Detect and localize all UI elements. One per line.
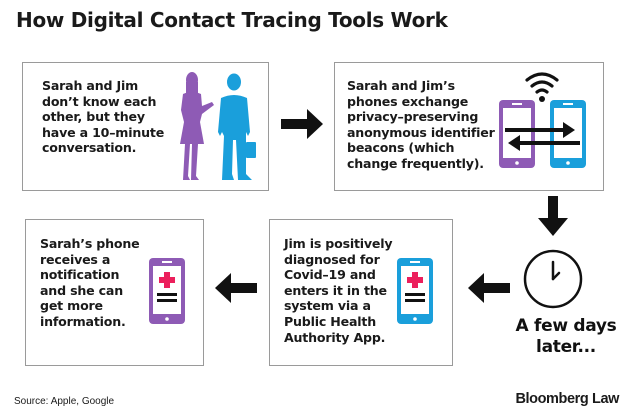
exchange-arrows-icon [505, 122, 580, 151]
man-silhouette-icon [218, 73, 256, 180]
blue-phone-health-app-icon [397, 258, 433, 324]
purple-phone-notification-icon [149, 258, 185, 324]
clock-icon [523, 249, 583, 309]
arrow-right-icon [281, 109, 323, 139]
arrow-down-icon [538, 196, 568, 236]
page-title: How Digital Contact Tracing Tools Work [16, 8, 448, 32]
arrow-left-icon [468, 273, 510, 303]
step-1-text: Sarah and Jim don’t know each other, but… [42, 78, 165, 156]
source-note: Source: Apple, Google [14, 396, 115, 407]
woman-silhouette-icon [180, 72, 214, 180]
wifi-icon [525, 72, 559, 94]
arrow-left-icon-2 [215, 273, 257, 303]
step-3-text: Jim is positively diagnosed for Covid–19… [284, 236, 393, 345]
step-2-text: Sarah and Jim’s phones exchange privacy–… [347, 78, 495, 171]
time-gap-label: A few days later... [515, 316, 617, 357]
health-cross-icon [159, 272, 175, 288]
phones-exchange-icon [499, 72, 586, 168]
two-people-silhouette-icon [180, 72, 256, 180]
brand-logo: Bloomberg Law [515, 391, 619, 407]
step-4-text: Sarah’s phone receives a notification an… [40, 236, 140, 329]
health-cross-icon [407, 272, 423, 288]
